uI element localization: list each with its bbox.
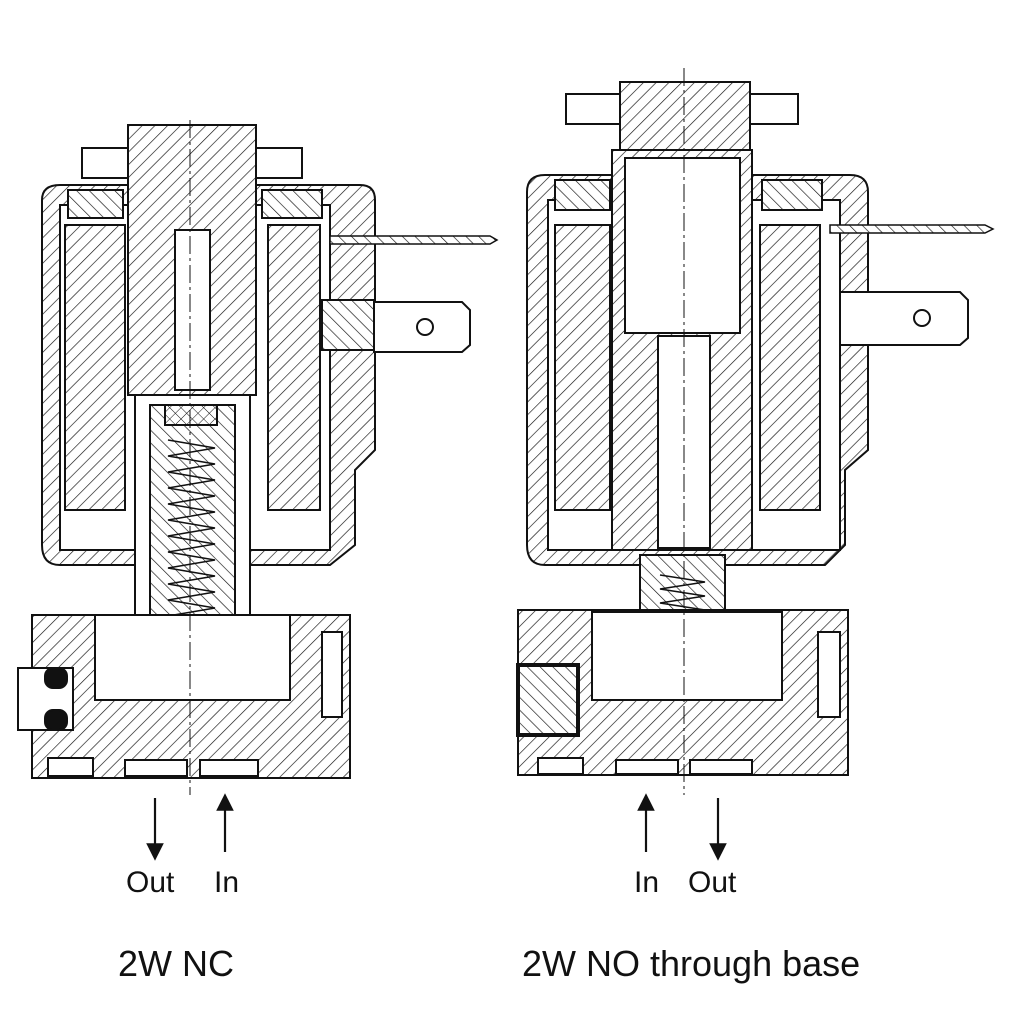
coil-winding-left bbox=[64, 224, 126, 511]
spring bbox=[167, 439, 216, 633]
port-label-out-left: Out bbox=[126, 866, 175, 899]
caption-no-through-base: 2W NO through base bbox=[522, 943, 861, 984]
port-label-in-right: In bbox=[634, 866, 660, 899]
flow-arrows bbox=[146, 793, 727, 861]
coil-winding-right bbox=[759, 224, 821, 511]
port-label-out-right: Out bbox=[688, 866, 737, 899]
valve-no-drawing bbox=[516, 68, 995, 795]
valve-nc-drawing bbox=[17, 120, 499, 795]
top-nut bbox=[619, 81, 751, 151]
caption-nc: 2W NC bbox=[118, 943, 234, 984]
coil-winding-left bbox=[554, 224, 611, 511]
base-plug bbox=[516, 663, 580, 737]
port-label-in-left: In bbox=[214, 866, 240, 899]
coil-winding-right bbox=[267, 224, 321, 511]
